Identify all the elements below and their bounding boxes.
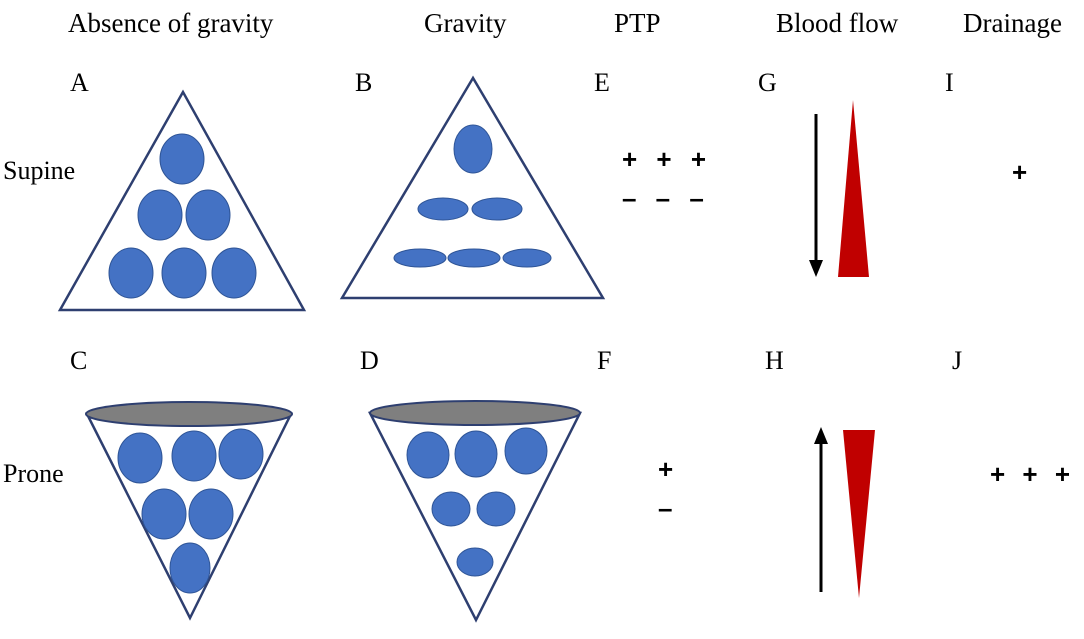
ptp-supine-minus: – – – xyxy=(622,183,710,213)
arrow-head-down xyxy=(809,260,823,277)
drainage-prone: + + + xyxy=(990,459,1075,489)
alveolus xyxy=(406,431,450,479)
alveolus xyxy=(108,247,154,299)
alveolus xyxy=(159,133,205,185)
lung-triangle-a xyxy=(57,89,307,312)
ptp-prone-minus: – xyxy=(658,493,673,523)
panel-label-h: H xyxy=(765,346,784,375)
drainage-supine: + xyxy=(1012,157,1028,187)
alveolus xyxy=(476,491,516,527)
header-blood-flow: Blood flow xyxy=(776,8,899,38)
alveolus xyxy=(471,197,523,221)
panel-label-g: G xyxy=(758,68,777,97)
panel-label-d: D xyxy=(360,346,379,375)
alveolus xyxy=(504,427,548,475)
header-gravity: Gravity xyxy=(424,8,507,38)
panel-label-f: F xyxy=(597,346,612,375)
panel-label-a: A xyxy=(70,68,89,97)
header-absence-of-gravity: Absence of gravity xyxy=(68,8,274,38)
arrow-head-up xyxy=(814,427,828,444)
alveolus xyxy=(137,189,183,241)
alveolus xyxy=(188,488,234,540)
alveolus xyxy=(453,124,493,174)
alveolus xyxy=(169,542,211,594)
lung-triangle-b xyxy=(339,75,606,300)
alveolus xyxy=(211,247,257,299)
alveolus xyxy=(185,189,231,241)
alveolus xyxy=(502,248,552,268)
panel-label-b: B xyxy=(355,68,373,97)
ptp-supine-plus: + + + xyxy=(622,144,712,174)
alveolus xyxy=(431,491,471,527)
alveolus xyxy=(447,248,501,268)
panel-label-e: E xyxy=(594,68,610,97)
row-label-prone: Prone xyxy=(3,459,64,488)
panel-label-j: J xyxy=(952,346,963,375)
ptp-prone-plus: + xyxy=(658,454,674,484)
panel-label-i: I xyxy=(945,68,954,97)
cone-base xyxy=(369,400,581,426)
alveolus xyxy=(171,430,217,482)
alveolus xyxy=(141,488,187,540)
blood-flow-wedge-prone xyxy=(843,430,875,598)
alveolus xyxy=(218,428,264,480)
panel-label-c: C xyxy=(70,346,88,375)
alveolus xyxy=(456,547,494,577)
alveolus xyxy=(161,247,207,299)
alveolus xyxy=(454,430,498,478)
row-label-supine: Supine xyxy=(3,156,76,185)
blood-flow-wedge-supine xyxy=(838,100,869,277)
header-ptp: PTP xyxy=(614,8,661,38)
alveolus xyxy=(417,197,469,221)
alveolus xyxy=(393,248,447,268)
alveolus xyxy=(117,432,163,484)
cone-base xyxy=(85,401,293,427)
header-drainage: Drainage xyxy=(963,8,1062,38)
